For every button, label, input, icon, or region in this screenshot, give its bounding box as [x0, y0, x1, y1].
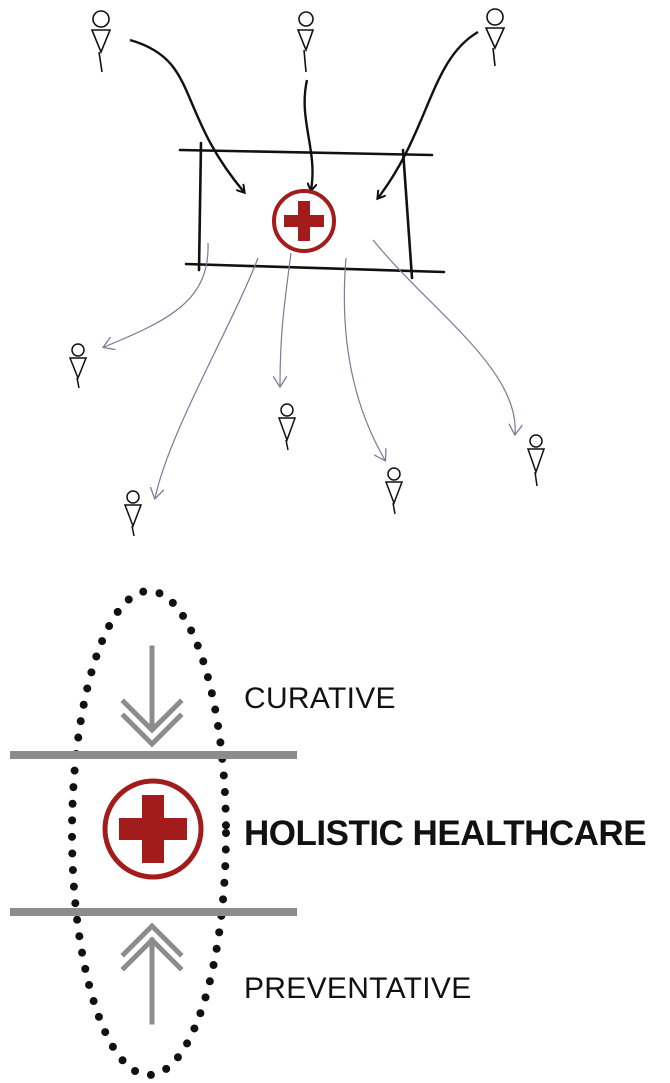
medical-cross-icon [274, 191, 334, 251]
person-icon [279, 404, 295, 450]
person-icon [528, 435, 544, 486]
curative-label: CURATIVE [244, 682, 396, 715]
outgoing-arrow [280, 253, 291, 386]
outgoing-arrow [104, 243, 208, 347]
outgoing-arrow [373, 240, 515, 434]
outgoing-arrow [155, 258, 258, 498]
holistic-diagram: CURATIVE HOLISTIC HEALTHCARE PREVENTATIV… [10, 591, 646, 1075]
person-icon [486, 9, 504, 66]
sketch-top [70, 9, 544, 536]
incoming-arrow [130, 40, 244, 192]
person-icon [92, 11, 110, 72]
medical-cross-icon [105, 781, 201, 877]
lower-bar [10, 908, 297, 916]
upper-bar [10, 751, 297, 759]
up-arrow-icon [124, 926, 180, 1022]
incoming-arrow [378, 32, 478, 198]
person-icon [125, 491, 141, 536]
incoming-arrow [305, 80, 313, 190]
person-icon [298, 12, 313, 72]
down-arrow-icon [124, 648, 180, 744]
outgoing-arrow [344, 258, 385, 460]
preventative-label: PREVENTATIVE [244, 972, 472, 1005]
person-icon [386, 468, 402, 514]
person-icon [70, 344, 86, 388]
holistic-healthcare-label: HOLISTIC HEALTHCARE [244, 814, 646, 853]
